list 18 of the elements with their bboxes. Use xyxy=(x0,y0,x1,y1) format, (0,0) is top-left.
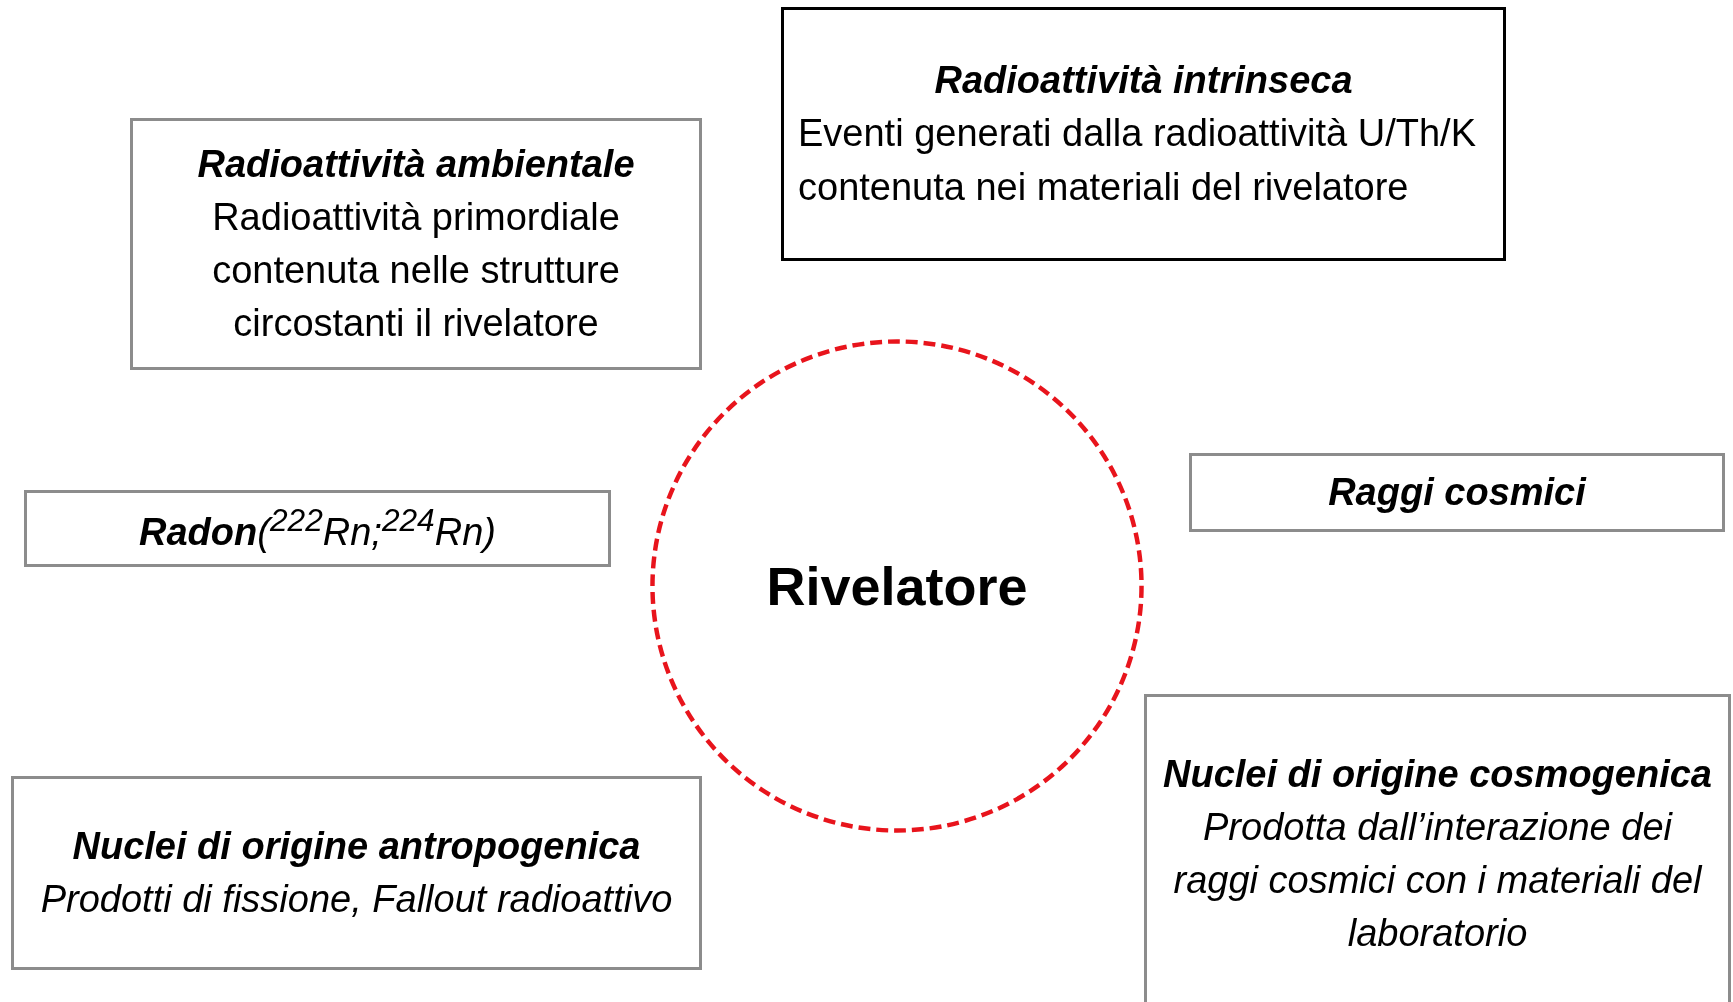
detector-circle xyxy=(649,338,1145,834)
box-text: Prodotti di fissione, Fallout radioattivo xyxy=(39,877,674,922)
box-heading: Raggi cosmici xyxy=(1327,469,1588,515)
box-text: Radioattività primordiale contenuta nelle strutture circostanti il rivelatore xyxy=(211,194,621,347)
source-box xyxy=(1189,453,1725,532)
source-box xyxy=(1144,694,1731,1002)
source-box xyxy=(781,7,1506,261)
box-text: Prodotta dall’interazione dei raggi cosmici con i materiali del laboratorio xyxy=(1172,804,1704,957)
box-heading: Radon($^{222}$Rn;$^{224}$Rn) xyxy=(138,501,497,555)
box-heading: Radioattività intrinseca xyxy=(933,58,1354,104)
detector-label: Rivelatore xyxy=(766,555,1028,617)
box-heading: Radioattività ambientale xyxy=(196,141,636,187)
box-text: Eventi generati dalla radioattività U/Th/K contenuta nei materiali del rivelatore xyxy=(798,111,1478,210)
source-box xyxy=(130,118,702,370)
source-box xyxy=(11,776,702,970)
box-heading: Nuclei di origine antropogenica xyxy=(71,823,642,869)
box-heading: Nuclei di origine cosmogenica xyxy=(1162,751,1713,797)
source-box xyxy=(24,490,611,567)
